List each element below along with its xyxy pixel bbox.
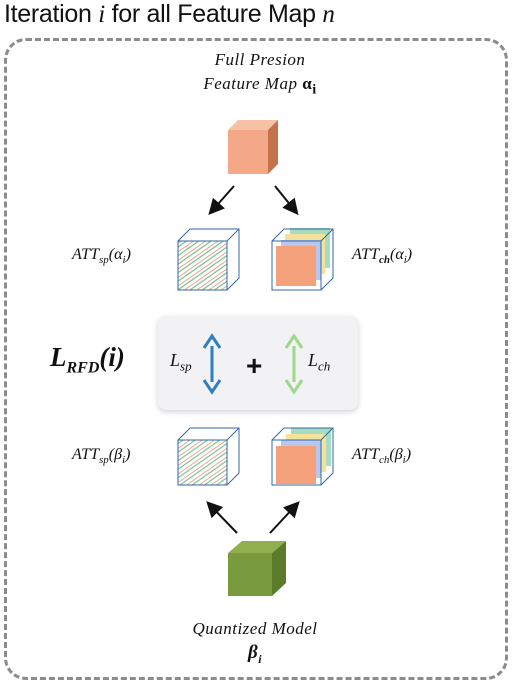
sp-double-arrow	[202, 333, 222, 395]
arrow-to-att-sp-beta	[206, 501, 238, 534]
att-ch-beta-cube	[271, 427, 334, 486]
plus-sign: +	[246, 350, 263, 381]
arrow-to-att-ch-beta	[269, 501, 300, 534]
full-precision-cube	[228, 120, 278, 174]
rfd-loss-label: LRFD(i)	[50, 342, 125, 377]
diagram-title: Iteration i for all Feature Map n	[4, 0, 335, 28]
iteration-frame	[4, 38, 508, 680]
att-sp-alpha-label: ATTsp(αi)	[72, 246, 131, 267]
att-sp-alpha-cube	[177, 228, 240, 291]
att-ch-alpha-cube	[271, 228, 334, 291]
att-ch-beta-label: ATTch(βi)	[352, 446, 412, 467]
loss-panel	[158, 316, 358, 410]
att-sp-beta-label: ATTsp(βi)	[72, 446, 131, 467]
ch-loss-label: Lch	[308, 350, 331, 374]
quantized-model-label: Quantized Model βi	[192, 619, 318, 666]
arrow-to-att-ch	[274, 185, 299, 216]
sp-loss-label: Lsp	[170, 350, 192, 374]
arrow-to-att-sp	[208, 185, 235, 215]
full-precision-label: Full Presion Feature Map αi	[203, 50, 317, 98]
att-ch-alpha-label: ATTch(αi)	[352, 246, 413, 267]
ch-double-arrow	[284, 333, 304, 395]
quantized-cube	[228, 541, 286, 596]
att-sp-beta-cube	[177, 427, 240, 486]
